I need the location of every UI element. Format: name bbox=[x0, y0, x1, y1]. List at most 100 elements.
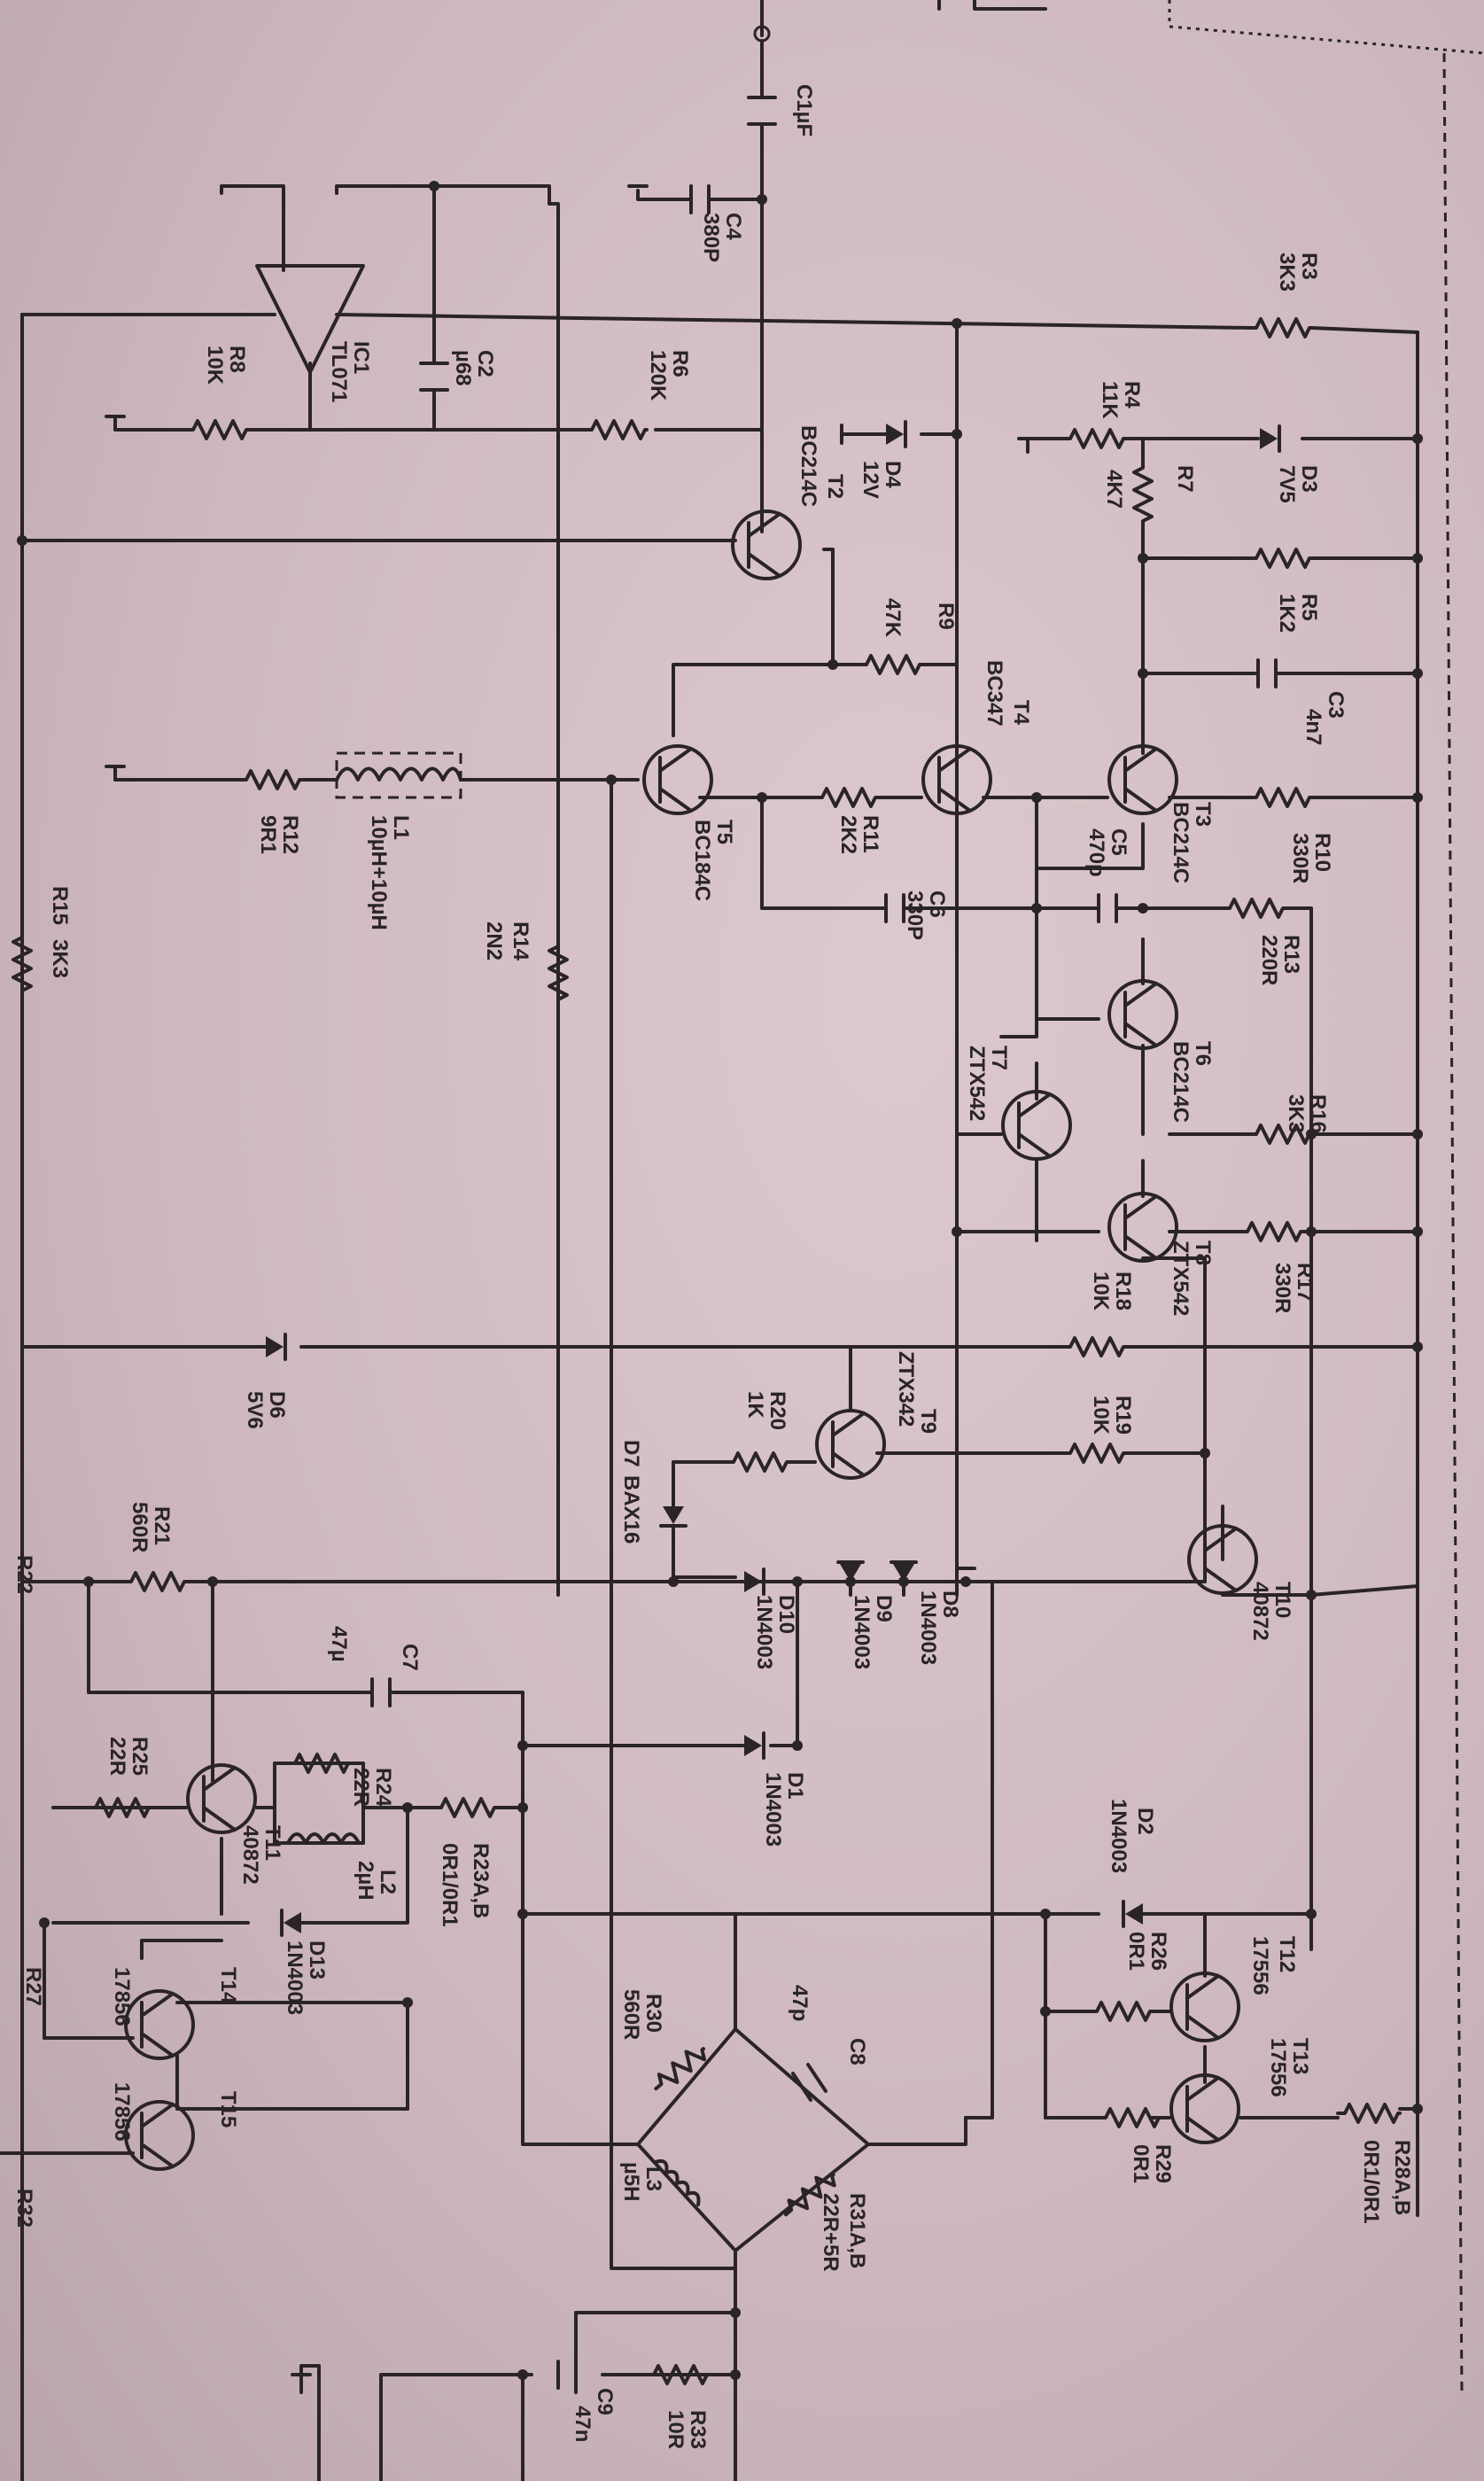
capacitor-c4: C4 380P bbox=[689, 184, 745, 262]
r24-value: 22R bbox=[349, 1768, 373, 1807]
diode-d2: D2 1N4003 bbox=[1107, 1799, 1157, 1928]
resistor-r11: R11 2K2 bbox=[813, 787, 882, 854]
diode-d10: D10 1N4003 bbox=[744, 1567, 798, 1669]
r29-label: R29 bbox=[1151, 2144, 1175, 2183]
transistor-t15: T15 17856 bbox=[110, 2082, 240, 2171]
t12-value: 17556 bbox=[1248, 1936, 1272, 1995]
resistor-r29: R29 0R1 bbox=[1097, 2107, 1175, 2183]
r10-value: 330R bbox=[1288, 833, 1312, 883]
r26-label: R26 bbox=[1146, 1932, 1170, 1971]
r8-label: R8 bbox=[225, 346, 249, 373]
resistor-r16: R16 3K3 bbox=[1247, 1094, 1330, 1145]
l2-value: 2µH bbox=[354, 1861, 377, 1901]
t10-label: T10 bbox=[1270, 1582, 1294, 1618]
r26-value: 0R1 bbox=[1124, 1932, 1148, 1971]
r11-value: 2K2 bbox=[836, 815, 860, 854]
r21-label: R21 bbox=[150, 1506, 174, 1545]
r13-label: R13 bbox=[1279, 935, 1303, 974]
zener-d3: D3 7V5 bbox=[1260, 424, 1321, 503]
r14-label: R14 bbox=[509, 922, 532, 961]
r30-value: 560R bbox=[619, 1989, 643, 2040]
resistor-r10: R10 330R bbox=[1247, 787, 1334, 883]
c3-value: 4n7 bbox=[1301, 709, 1325, 745]
c6-label: C6 bbox=[925, 891, 949, 918]
transistor-t12: T12 17556 bbox=[1169, 1936, 1299, 2042]
resistor-r28: R28A,B 0R1/0R1 bbox=[1336, 2103, 1414, 2224]
l1-value: 10µH+10µH bbox=[367, 815, 391, 930]
transistor-t9: T9 ZTX342 bbox=[815, 1351, 940, 1480]
l3-label: L3 bbox=[641, 2166, 665, 2191]
r16-value: 3K3 bbox=[1284, 1094, 1308, 1133]
l1-label: L1 bbox=[389, 815, 413, 840]
d4-label: D4 bbox=[881, 461, 905, 488]
transistor-t2: T2 BC214C bbox=[731, 425, 847, 580]
d7-value: BAX16 bbox=[619, 1475, 643, 1544]
capacitor-c6: C6 330P bbox=[884, 891, 949, 940]
diode-d13: D13 1N4003 bbox=[280, 1909, 329, 2015]
r33-label: R33 bbox=[686, 2410, 710, 2449]
t14-label: T14 bbox=[216, 1967, 240, 2004]
l3-value: µ5H bbox=[619, 2162, 643, 2202]
transistor-t14: T14 17856 bbox=[110, 1967, 240, 2060]
t12-label: T12 bbox=[1275, 1936, 1299, 1972]
d3-label: D3 bbox=[1297, 465, 1321, 493]
r18-label: R18 bbox=[1111, 1272, 1135, 1310]
t14-value: 17856 bbox=[110, 1967, 134, 2026]
c1-label: C1µF bbox=[792, 84, 816, 136]
capacitor-c9: C9 47n bbox=[556, 2360, 617, 2442]
inductor-l2: L2 2µH bbox=[286, 1832, 400, 1901]
t3-value: BC214C bbox=[1169, 802, 1193, 883]
inductor-l3: L3 µ5H bbox=[619, 2158, 701, 2206]
r19-value: 10K bbox=[1089, 1396, 1113, 1435]
t7-label: T7 bbox=[987, 1046, 1011, 1070]
r27-label: R27 bbox=[21, 1967, 45, 2006]
r33-value: 10R bbox=[664, 2410, 688, 2449]
t13-label: T13 bbox=[1288, 2038, 1312, 2074]
r17-value: 330R bbox=[1270, 1263, 1294, 1313]
r7-label: R7 bbox=[1173, 465, 1197, 493]
top-frame bbox=[937, 0, 1484, 55]
d8-label: D8 bbox=[938, 1590, 962, 1618]
r16-label: R16 bbox=[1306, 1094, 1330, 1133]
d7-label: D7 bbox=[619, 1440, 643, 1467]
c2-value: µ68 bbox=[451, 350, 475, 386]
transistor-t3: T3 BC214C bbox=[1107, 744, 1215, 883]
c7-label: C7 bbox=[398, 1644, 422, 1671]
ic1-value: TL071 bbox=[327, 341, 351, 402]
r10-label: R10 bbox=[1310, 833, 1334, 872]
t4-label: T4 bbox=[1009, 700, 1033, 726]
resistor-r4: R4 11K bbox=[1061, 381, 1144, 449]
c8-label: C8 bbox=[845, 2038, 869, 2065]
r3-value: 3K3 bbox=[1275, 253, 1299, 292]
t5-value: BC184C bbox=[690, 820, 714, 901]
resistor-r30: R30 560R bbox=[619, 1989, 711, 2097]
transistor-t7: T7 ZTX542 bbox=[965, 1046, 1072, 1161]
r20-value: 1K bbox=[743, 1391, 767, 1419]
t13-value: 17556 bbox=[1266, 2038, 1290, 2097]
r19-label: R19 bbox=[1111, 1396, 1135, 1435]
resistor-r19: R19 10K bbox=[1061, 1396, 1135, 1464]
r28-label: R28A,B bbox=[1390, 2140, 1414, 2215]
r31-label: R31A,B bbox=[845, 2193, 869, 2268]
r31-value: 22R+5R bbox=[819, 2193, 843, 2272]
ic1-label: IC1 bbox=[349, 341, 373, 374]
d2-value: 1N4003 bbox=[1107, 1799, 1130, 1873]
resistor-r7: R7 4K7 bbox=[1102, 459, 1197, 525]
r18-value: 10K bbox=[1089, 1272, 1113, 1311]
t6-label: T6 bbox=[1191, 1041, 1215, 1066]
r25-label: R25 bbox=[128, 1737, 152, 1776]
zener-d4: D4 12V bbox=[859, 420, 907, 499]
r32-label: R32 bbox=[12, 2189, 36, 2228]
resistor-r6: R6 120K bbox=[583, 350, 692, 440]
l2-label: L2 bbox=[376, 1870, 400, 1894]
transistor-t11: T11 40872 bbox=[186, 1763, 284, 1885]
t15-value: 17856 bbox=[110, 2082, 134, 2142]
r4-label: R4 bbox=[1120, 381, 1144, 408]
t9-value: ZTX342 bbox=[894, 1351, 918, 1427]
transistor-t8: T8 ZTX542 bbox=[1107, 1192, 1215, 1316]
capacitor-c3: C3 4n7 bbox=[1256, 658, 1348, 745]
resistor-r31: R31A,B 22R+5R bbox=[778, 2166, 869, 2272]
transistor-t6: T6 BC214C bbox=[1107, 979, 1215, 1123]
c2-label: C2 bbox=[473, 350, 497, 377]
r3-label: R3 bbox=[1297, 253, 1321, 280]
